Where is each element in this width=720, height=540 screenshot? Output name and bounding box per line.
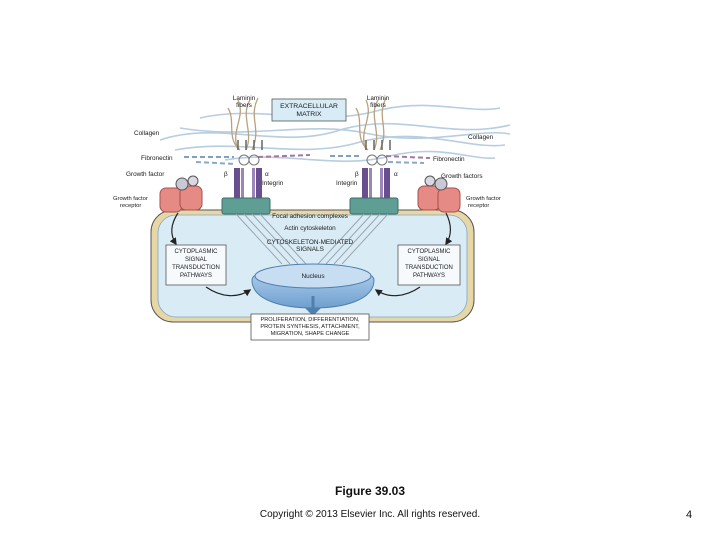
actin-cytoskeleton (235, 213, 389, 265)
nucleus-top (254, 263, 372, 289)
fibronectin-right-label: Fibronectin (433, 156, 465, 163)
collagen-left-label: Collagen (134, 130, 160, 137)
integrin-right-label: Integrin (336, 180, 358, 187)
beta-right-label: β (355, 171, 359, 178)
fibronectin-strands (184, 154, 431, 165)
figure-caption: Figure 39.03 (334, 484, 406, 498)
outcome-label: PROLIFERATION, DIFFERENTIATION,PROTEIN S… (260, 317, 360, 337)
integrin-left (234, 140, 263, 200)
alpha-right-label: α (394, 171, 398, 178)
arrow-left-receptor (169, 212, 179, 246)
alpha-left-label: α (265, 171, 269, 178)
fibronectin-left-label: Fibronectin (141, 155, 173, 162)
copyright-notice: Copyright © 2013 Elsevier Inc. All right… (259, 509, 481, 520)
growth-factors-right-label: Growth factors (441, 173, 483, 180)
collagen-right-label: Collagen (468, 134, 494, 141)
nucleus-label: Nucleus (301, 273, 324, 280)
beta-left-label: β (224, 171, 228, 178)
pathway-box-right (397, 244, 461, 286)
ecm-box (271, 98, 347, 122)
arrow-right-receptor (445, 212, 453, 246)
integrin-left-label: Integrin (262, 180, 284, 187)
growth-factor-receptor-left (159, 175, 203, 213)
focal-adhesion-label: Focal adhesion complexes (272, 213, 348, 220)
actin-label: Actin cytoskeleton (284, 225, 336, 232)
arrow-nucleus-output-head (305, 308, 321, 316)
focal-adhesion-left (221, 197, 271, 215)
outcome-box (250, 313, 370, 341)
pathway-box-left (165, 244, 227, 286)
page-number: 4 (686, 509, 693, 521)
arrow-right-pathway (374, 286, 421, 297)
growth-factor-receptor-right (417, 175, 461, 213)
integrin-right (362, 140, 391, 200)
focal-adhesion-right (349, 197, 399, 215)
arrow-left-pathway (205, 286, 252, 297)
growth-factor-left-label: Growth factor (126, 171, 165, 178)
